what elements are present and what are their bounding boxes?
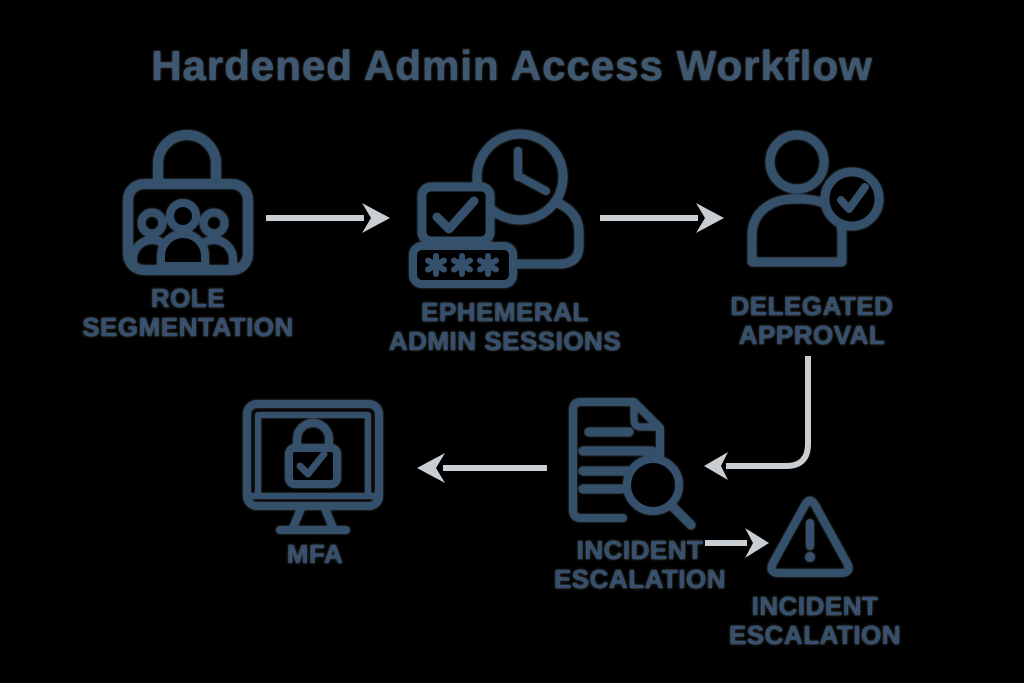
- diagram-title: Hardened Admin Access Workflow: [151, 42, 873, 89]
- step-label-line: MFA: [286, 539, 344, 569]
- user-check-icon: [747, 130, 884, 267]
- step-label-line: INCIDENT: [576, 535, 704, 565]
- flow-arrow-elbow-down-left: [704, 356, 811, 480]
- step-label-line: APPROVAL: [738, 320, 886, 350]
- step-label-role-segmentation: ROLE SEGMENTATION: [38, 284, 338, 342]
- step-label-line: EPHEMERAL: [421, 297, 589, 327]
- flow-arrow-right-3: [705, 528, 769, 558]
- flow-arrow-right-2: [600, 203, 724, 233]
- checkbox-clock-password-icon: [409, 129, 584, 288]
- flow-arrow-right-1: [266, 203, 390, 233]
- step-label-line: ADMIN SESSIONS: [388, 326, 622, 356]
- step-label-line: DELEGATED: [730, 291, 894, 321]
- step-label-line: ESCALATION: [728, 620, 902, 650]
- step-label-delegated-approval: DELEGATED APPROVAL: [662, 292, 962, 350]
- step-label-incident-escalation-alert: INCIDENT ESCALATION: [665, 592, 965, 650]
- step-label-line: ROLE: [150, 283, 226, 313]
- lock-users-icon: [123, 130, 253, 275]
- step-label-line: ESCALATION: [553, 564, 727, 594]
- step-label-incident-escalation-review: INCIDENT ESCALATION: [490, 536, 790, 594]
- warning-triangle-icon: [767, 496, 853, 577]
- step-label-line: INCIDENT: [751, 591, 879, 621]
- step-label-line: SEGMENTATION: [82, 312, 294, 342]
- step-label-ephemeral-admin-sessions: EPHEMERAL ADMIN SESSIONS: [355, 298, 655, 356]
- flow-arrow-left-1: [417, 453, 547, 483]
- document-magnifier-icon: [569, 398, 696, 530]
- monitor-lock-check-icon: [243, 400, 383, 534]
- step-label-mfa: MFA: [165, 540, 465, 569]
